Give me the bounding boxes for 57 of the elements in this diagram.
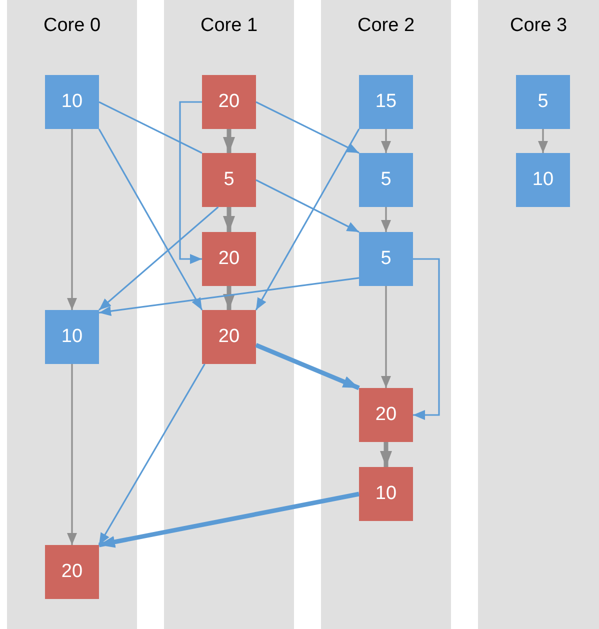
task-box [45,75,99,129]
arrow [67,129,77,310]
task-value: 20 [218,246,240,271]
column-heading: Core 2 [356,14,416,38]
task-value: 20 [218,324,240,349]
task-box [359,232,413,286]
task-value: 5 [538,90,548,114]
task-box [359,75,413,129]
column-heading: Core 3 [508,14,568,38]
task-value: 10 [532,168,554,192]
arrow [256,179,360,233]
arrow [98,206,219,311]
task-box [359,388,413,442]
arrow [98,277,360,316]
task-value: 20 [218,90,240,114]
column-heading: Core 0 [42,14,102,38]
task-box [359,467,413,521]
arrow [98,492,360,548]
task-value: 10 [61,324,83,349]
task-value: 15 [375,90,397,114]
task-value: 20 [375,402,397,427]
task-box [202,153,256,207]
arrow [380,442,392,467]
task-box [202,232,256,286]
task-box [202,310,256,364]
column-heading: Core 1 [199,14,259,38]
task-box [45,545,99,599]
arrow [223,207,235,232]
arrow [98,128,203,310]
arrow [223,129,235,153]
task-value: 5 [224,168,234,192]
task-box [516,153,570,207]
core-column [321,0,451,629]
arrow [381,129,391,153]
arrow [255,343,360,390]
task-value: 10 [61,90,83,114]
core-column [478,0,599,629]
task-value: 5 [380,246,392,271]
arrow [538,129,548,153]
arrow [179,101,202,264]
arrow [256,101,360,154]
task-value: 20 [61,560,83,584]
task-value: 5 [380,168,392,192]
task-box [516,75,570,129]
arrow [255,128,360,310]
task-box [359,153,413,207]
arrow [223,286,235,310]
task-box [202,75,256,129]
arrow [98,364,206,546]
core-column [7,0,137,629]
core-column [164,0,294,629]
task-box [45,310,99,364]
arrow [67,364,77,545]
arrow [381,286,391,388]
task-value: 10 [375,482,397,506]
arrow [381,207,391,232]
arrow [413,258,440,420]
